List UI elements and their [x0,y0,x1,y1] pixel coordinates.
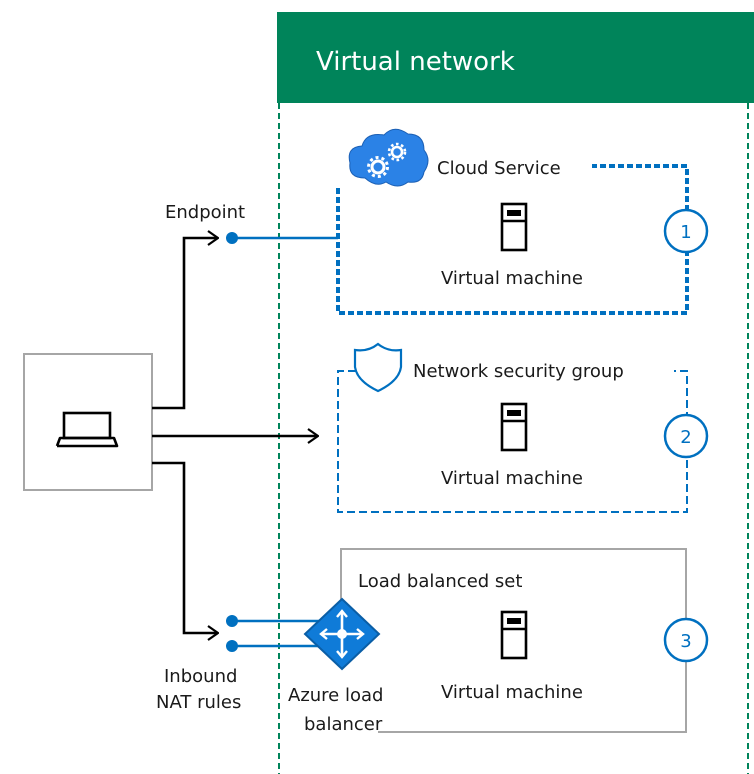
cloud-gears-icon [348,128,429,187]
cloud-service-group: Cloud Service Virtual machine 1 [336,128,709,315]
server-tower-icon [500,402,528,452]
nsg-number-badge [663,413,709,459]
load-balanced-set-number-badge [663,617,709,663]
arrow-to-endpoint [152,238,218,410]
client-computer-frame [23,353,153,491]
nsg-title: Network security group [413,361,624,382]
nsg-border [337,370,688,513]
inbound-nat-rules: Inbound NAT rules [156,615,320,713]
client-computer [23,353,153,491]
shield-icon [353,342,403,393]
virtual-network-title: Virtual network [316,47,515,77]
azure-lb-label-line2: balancer [304,714,383,735]
nat-rule-dot-2 [226,640,238,652]
azure-lb-label-line1: Azure load [288,685,383,706]
load-balancer-icon [303,597,381,671]
cloud-service-vm-label: Virtual machine [441,268,583,289]
nsg-number: 2 [680,427,691,448]
laptop-icon [55,411,119,448]
azure-load-balancer: Azure load balancer [288,597,383,735]
server-tower-icon [500,610,528,660]
load-balanced-set-vm-label: Virtual machine [441,682,583,703]
load-balanced-set-title: Load balanced set [358,571,522,592]
cloud-service-border [336,164,689,315]
nat-rule-dot-1 [226,615,238,627]
nsg-group: Network security group Virtual machine 2 [337,342,709,513]
virtual-network-header [277,12,754,103]
server-tower-icon [500,202,528,252]
load-balanced-set-number: 3 [680,631,691,652]
cloud-service-number-badge [663,208,709,254]
endpoint: Endpoint [165,202,338,244]
load-balanced-set-group: Load balanced set Virtual machine 3 [340,548,709,733]
connectors [152,238,318,633]
virtual-network-region: Virtual network [277,12,754,774]
endpoint-dot [226,232,238,244]
inbound-nat-label-line2: NAT rules [156,692,241,713]
inbound-nat-label-line1: Inbound [164,666,237,687]
nsg-vm-label: Virtual machine [441,468,583,489]
cloud-service-title: Cloud Service [437,158,561,179]
endpoint-label: Endpoint [165,202,245,223]
cloud-service-number: 1 [680,222,691,243]
arrow-to-inbound-nat [152,461,218,633]
load-balanced-set-border [340,548,687,733]
